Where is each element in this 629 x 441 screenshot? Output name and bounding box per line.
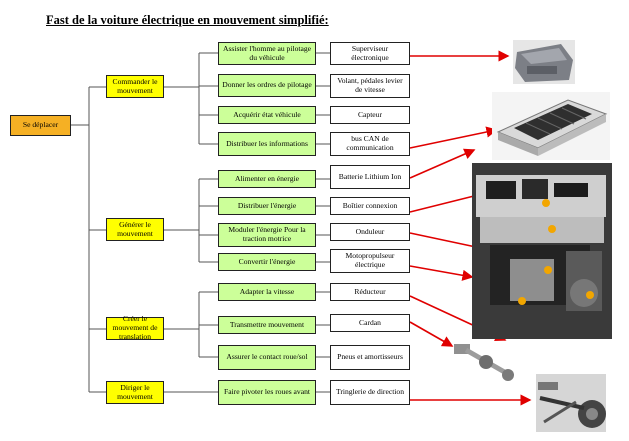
root-function-box: Se déplacer <box>10 115 71 136</box>
subfunction-box: Moduler l'énergie Pour la traction motri… <box>218 223 316 247</box>
solution-box: Onduleur <box>330 223 410 241</box>
subfunction-box: Donner les ordres de pilotage <box>218 74 316 97</box>
solution-box: Motopropulseur électrique <box>330 249 410 273</box>
subfunction-box: Distribuer l'énergie <box>218 197 316 215</box>
solution-box: Cardan <box>330 314 410 332</box>
solution-box: Pneus et amortisseurs <box>330 345 410 370</box>
subfunction-box: Alimenter en énergie <box>218 170 316 188</box>
solution-box: bus CAN de communication <box>330 132 410 156</box>
battery-pack-photo <box>492 92 610 160</box>
steering-linkage-photo <box>536 374 606 432</box>
subfunction-box: Distribuer les informations <box>218 132 316 156</box>
subfunction-box: Acquérir état véhicule <box>218 106 316 124</box>
cardan-shaft-photo <box>454 344 514 381</box>
ecu-module-photo <box>513 40 575 84</box>
subfunction-box: Convertir l'énergie <box>218 253 316 271</box>
function-box-commander: Commander le mouvement <box>106 75 164 98</box>
function-box-generer: Générer le mouvement <box>106 218 164 241</box>
powertrain-assembly-photo <box>472 163 612 339</box>
subfunction-box: Adapter la vitesse <box>218 283 316 301</box>
solution-box: Tringlerie de direction <box>330 380 410 405</box>
subfunction-box: Assister l'homme au pilotage du véhicule <box>218 42 316 65</box>
subfunction-box: Faire pivoter les roues avant <box>218 380 316 405</box>
solution-box: Batterie Lithium Ion <box>330 165 410 189</box>
subfunction-box: Assurer le contact roue/sol <box>218 345 316 370</box>
subfunction-box: Transmettre mouvement <box>218 316 316 334</box>
solution-box: Boîtier connexion <box>330 197 410 215</box>
function-box-diriger: Diriger le mouvement <box>106 381 164 404</box>
function-box-creer: Créer le mouvement de translation <box>106 315 164 341</box>
solution-box: Superviseur électronique <box>330 42 410 65</box>
solution-box: Volant, pédales levier de vitesse <box>330 74 410 98</box>
diagram-title: Fast de la voiture électrique en mouveme… <box>46 13 329 27</box>
solution-box: Capteur <box>330 106 410 124</box>
solution-box: Réducteur <box>330 283 410 301</box>
